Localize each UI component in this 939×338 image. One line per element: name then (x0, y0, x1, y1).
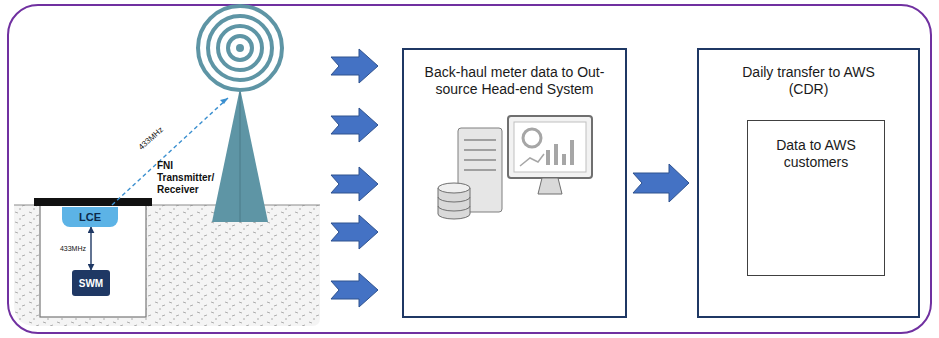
flow-arrow (331, 167, 378, 201)
radio-wave (218, 26, 262, 70)
lce-unit: LCE (62, 207, 118, 227)
antenna-core (236, 44, 244, 52)
radio-link-head (220, 98, 228, 104)
tower-body (212, 88, 268, 222)
box-text: Back-haul meter data to Out-source Head-… (420, 64, 610, 98)
tower-label: FNI Transmitter/ Receiver (157, 160, 219, 196)
screen-bars (548, 140, 572, 165)
flow-arrow (331, 108, 378, 142)
monitor-screen (514, 122, 586, 172)
signal-line (90, 227, 91, 270)
radio-wave (198, 6, 282, 90)
device-name: LCE (79, 211, 101, 223)
data-box: Data to AWS customers (747, 120, 885, 276)
radio-wave (228, 36, 252, 60)
pit-lid (34, 198, 152, 206)
flow-arrow (331, 273, 378, 307)
database-top (438, 183, 470, 193)
tower-mast (240, 92, 241, 222)
process-box: Back-haul meter data to Out-source Head-… (402, 48, 627, 318)
monitor (508, 116, 592, 178)
flow-arrows (331, 49, 378, 307)
block-arrow (633, 164, 689, 202)
ground (14, 198, 320, 326)
server-slots (464, 140, 496, 170)
edge-label: 433MHz (60, 245, 86, 252)
server-icon (438, 116, 592, 219)
radio-link (112, 98, 228, 205)
flow-arrow (331, 215, 378, 249)
box-text: Data to AWS customers (764, 137, 868, 171)
frequency-label: 433MHz (137, 125, 165, 152)
radio-wave (208, 16, 272, 80)
screen-line (520, 154, 544, 166)
soil (14, 205, 320, 326)
monitor-stand (538, 178, 562, 194)
flow-arrow (331, 49, 378, 83)
outer-frame (8, 5, 931, 333)
database (438, 183, 470, 219)
device-name: SWM (79, 278, 103, 289)
meter-pit (40, 205, 146, 317)
box-text: Daily transfer to AWS (CDR) (729, 64, 889, 98)
swm-meter: SWM (72, 270, 110, 296)
process-box: Daily transfer to AWS (CDR) Data to AWS c… (697, 48, 920, 318)
screen-chart (523, 129, 541, 147)
database-rings (438, 197, 470, 211)
